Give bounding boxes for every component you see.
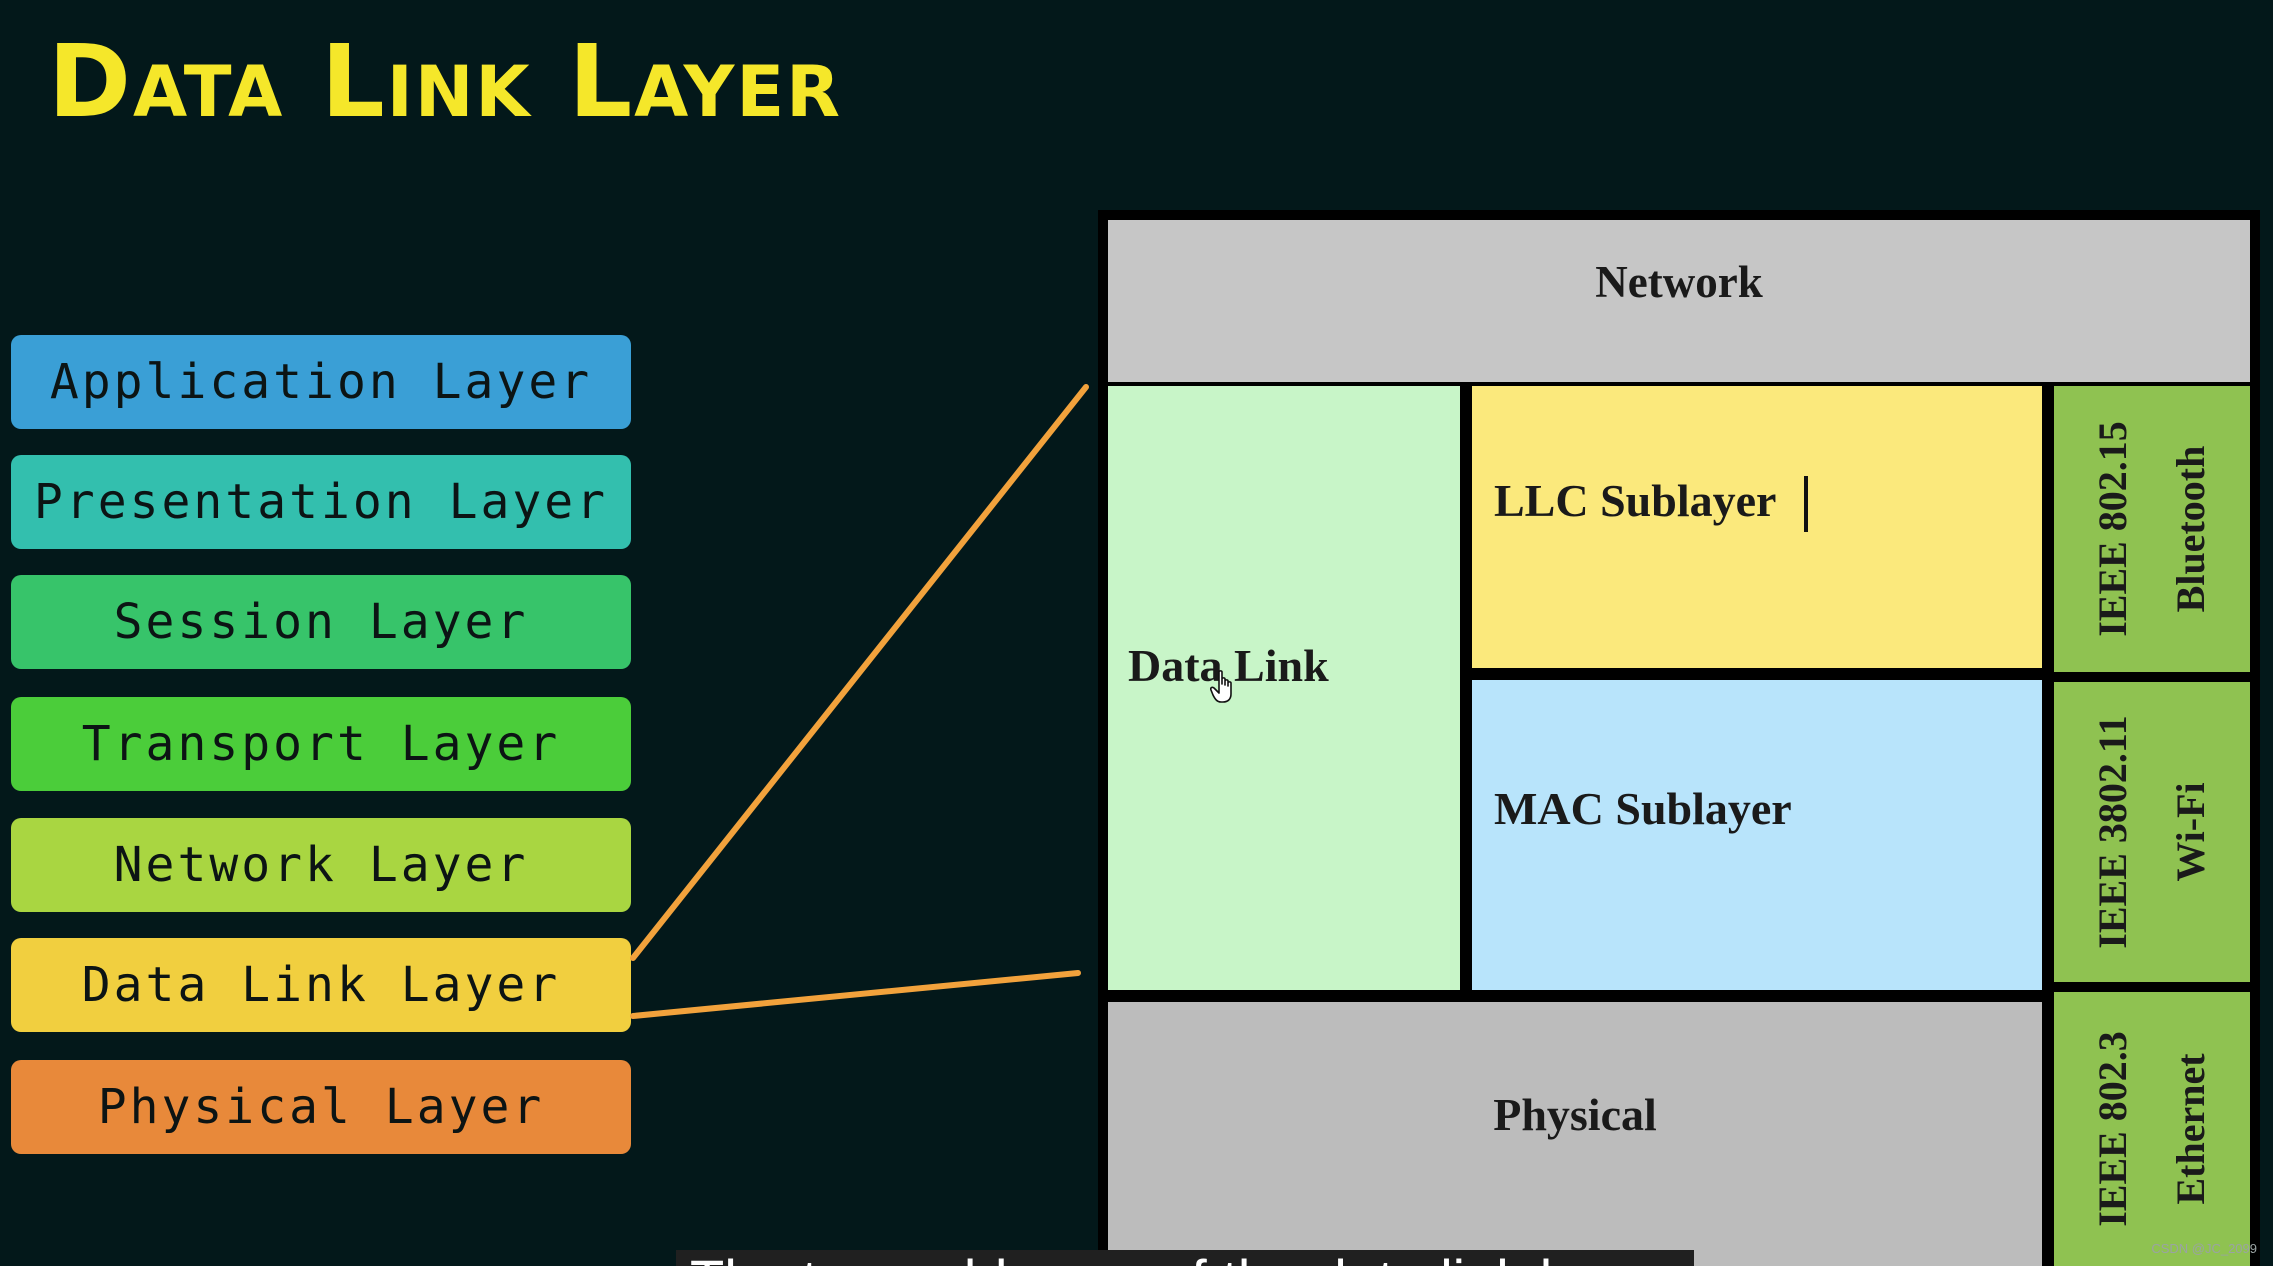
wifi-label: Wi-Fi — [2168, 782, 2213, 882]
network-cell: Network — [1108, 220, 2250, 382]
llc-sublayer-cell: LLC Sublayer — [1472, 386, 2042, 668]
data-link-layer-box: Data Link Layer — [11, 938, 631, 1032]
physical-layer-box: Physical Layer — [11, 1060, 631, 1154]
page-title: Data Link Layer — [48, 23, 843, 140]
ieee-802-3-label: IEEE 802.3 — [2090, 1031, 2135, 1227]
llc-sublayer-label: LLC Sublayer — [1494, 475, 1777, 526]
bluetooth-standard-cell: IEEE 802.15 Bluetooth — [2054, 386, 2250, 672]
ieee-802-15-label: IEEE 802.15 — [2090, 421, 2135, 637]
transport-layer-box: Transport Layer — [11, 697, 631, 791]
ieee-3802-11-label: IEEE 3802.11 — [2090, 715, 2135, 949]
application-layer-box: Application Layer — [11, 335, 631, 429]
network-label: Network — [1595, 257, 1763, 307]
network-layer-box: Network Layer — [11, 818, 631, 912]
caption-background — [676, 1250, 1694, 1266]
hand-pointer-icon — [1210, 670, 1232, 703]
presentation-layer-box: Presentation Layer — [11, 455, 631, 549]
connector-line-top — [630, 384, 1089, 961]
text-cursor-caret — [1804, 476, 1808, 532]
session-layer-box: Session Layer — [11, 575, 631, 669]
connector-line-bottom — [630, 970, 1081, 1019]
ethernet-label: Ethernet — [2168, 1053, 2213, 1205]
data-link-cell: Data Link — [1108, 386, 1460, 990]
ethernet-standard-cell: IEEE 802.3 Ethernet — [2054, 992, 2250, 1266]
wifi-standard-cell: IEEE 3802.11 Wi-Fi — [2054, 682, 2250, 982]
mac-sublayer-label: MAC Sublayer — [1494, 783, 1792, 834]
video-caption: The two sublayers of the data link layer — [690, 1250, 1661, 1266]
physical-label: Physical — [1493, 1089, 1657, 1140]
physical-cell: Physical — [1108, 990, 2042, 1266]
watermark: CSDN @JC_2099 — [2151, 1241, 2257, 1256]
bluetooth-label: Bluetooth — [2168, 445, 2213, 613]
mac-sublayer-cell: MAC Sublayer — [1472, 680, 2042, 990]
data-link-diagram: Network Data Link LLC Sublayer MAC Subla… — [1098, 210, 2260, 1266]
